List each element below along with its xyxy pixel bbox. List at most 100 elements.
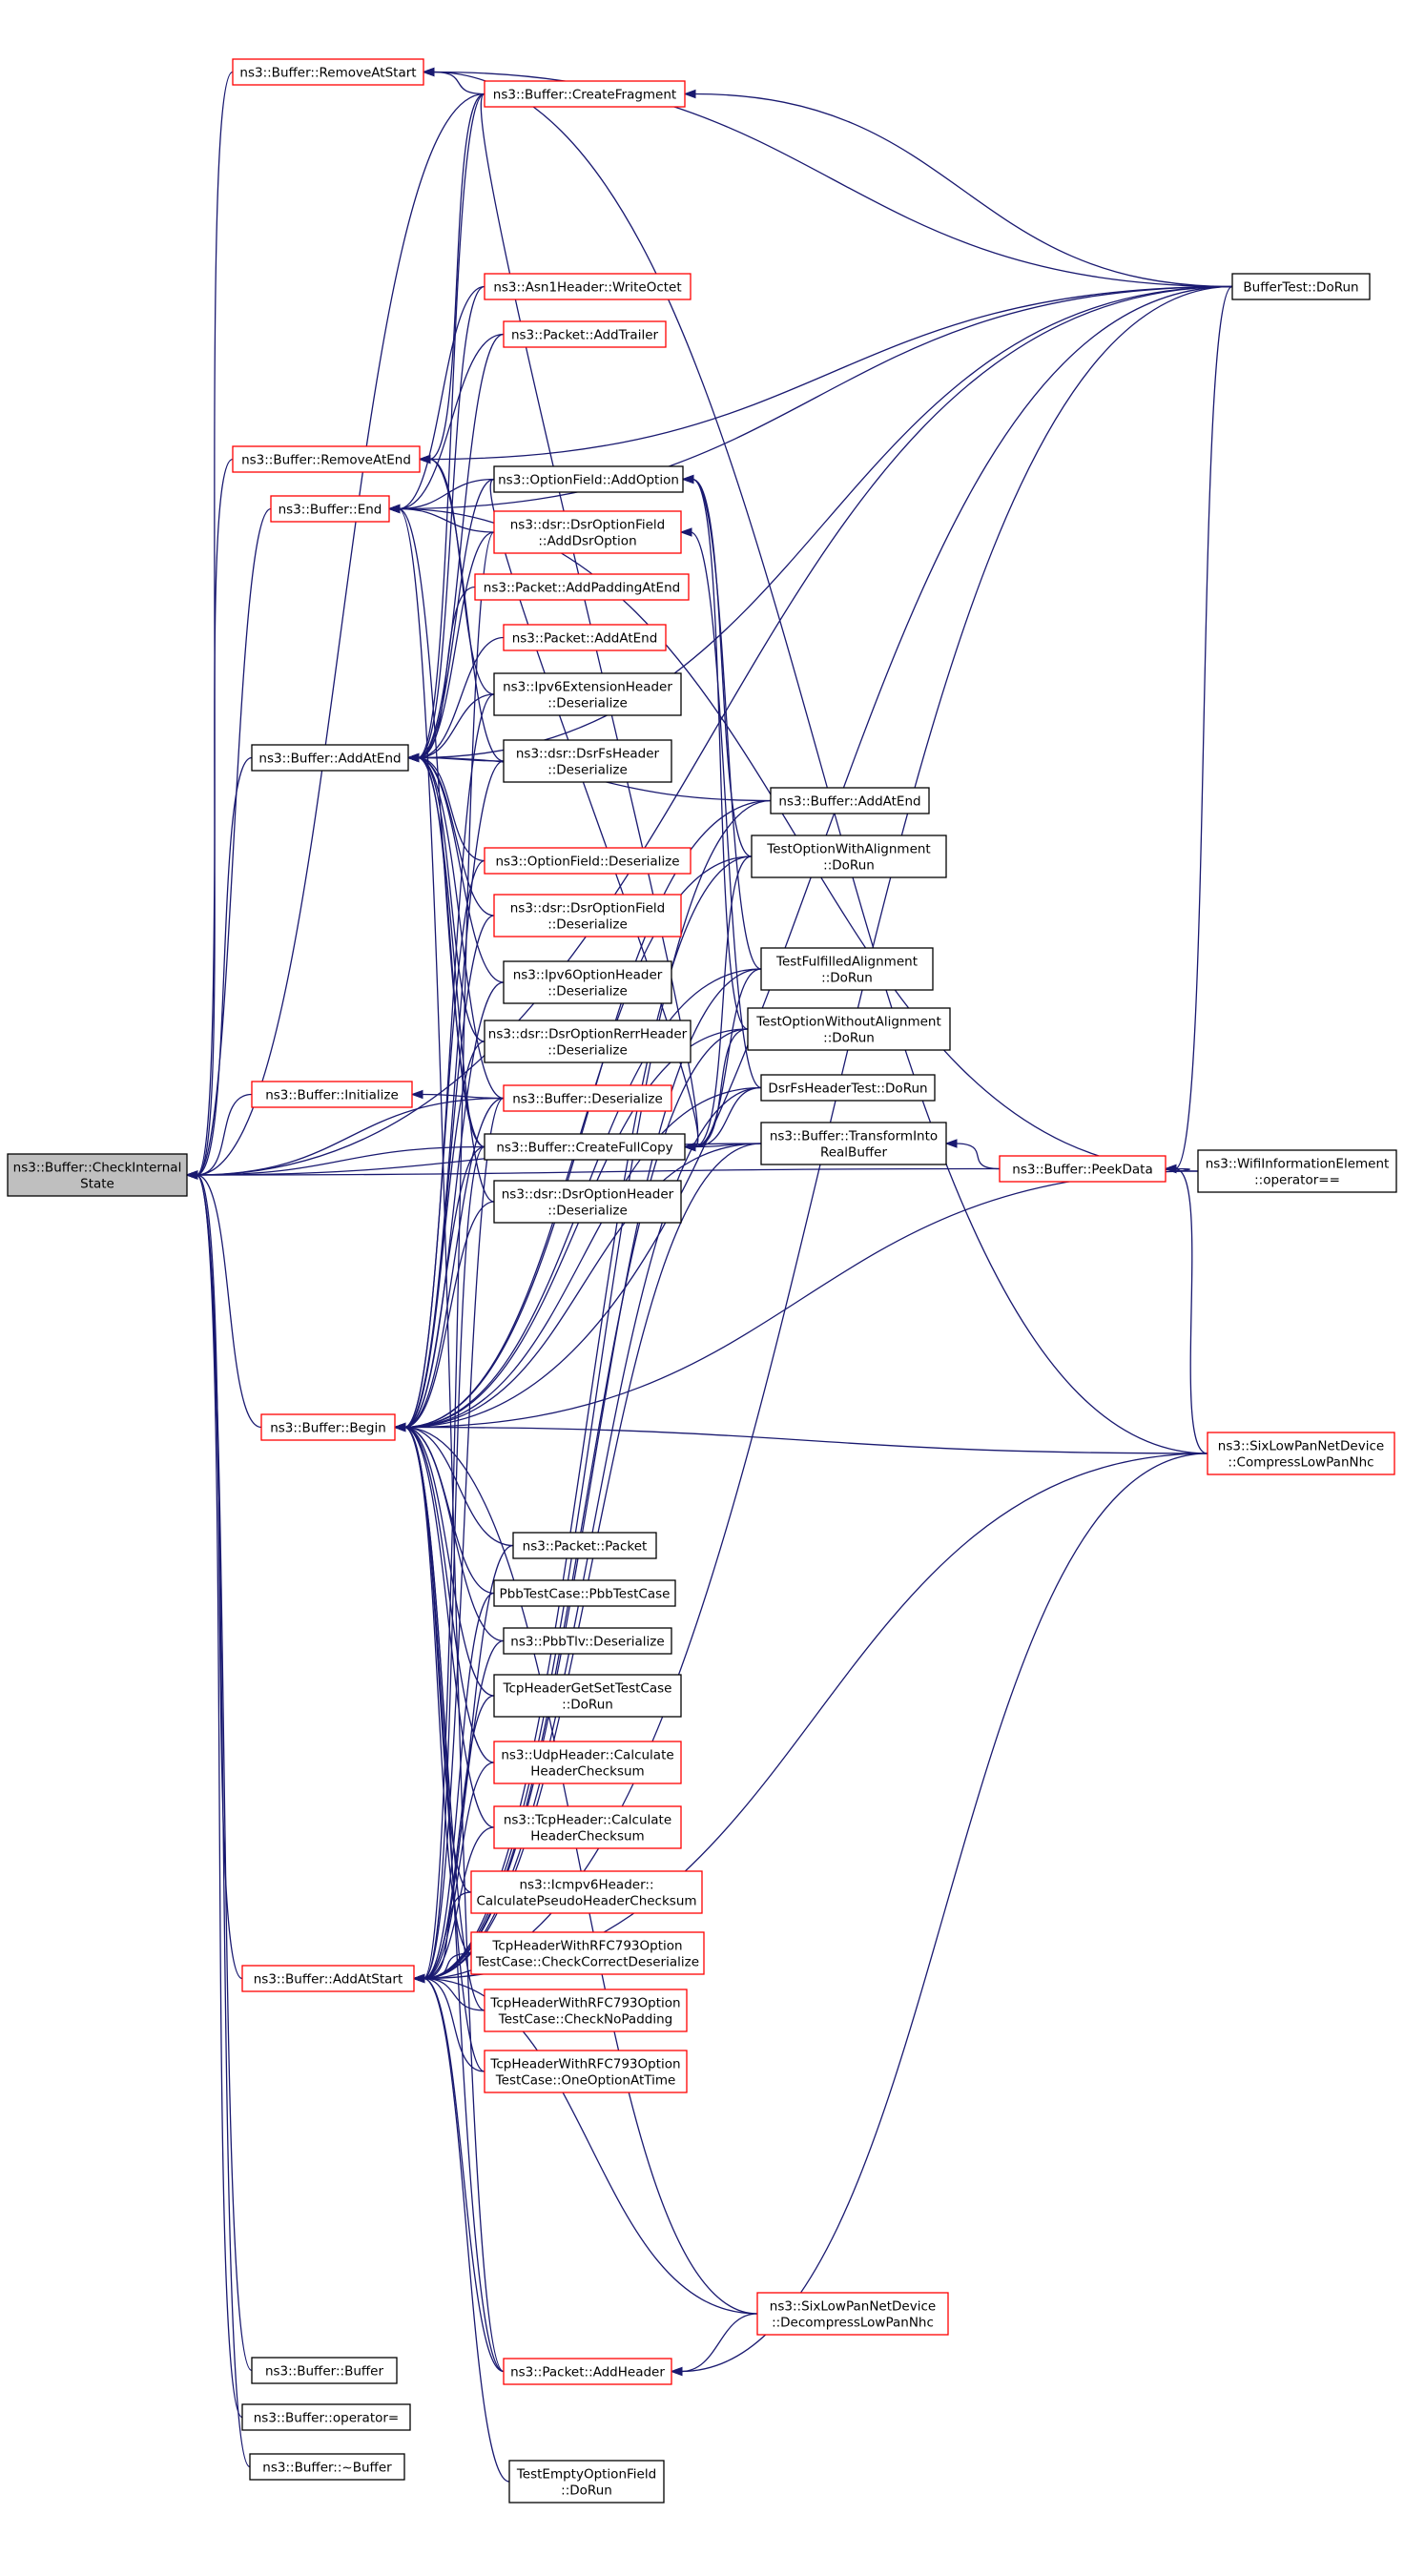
- node-label: ns3::dsr::DsrOptionHeader: [502, 1187, 674, 1203]
- node-label: ns3::SixLowPanNetDevice: [770, 2299, 936, 2315]
- call-edge: [196, 1174, 243, 2419]
- node-label: PbbTestCase::PbbTestCase: [500, 1587, 671, 1602]
- graph-node-dsrFsHeaderTestRun[interactable]: DsrFsHeaderTest::DoRun: [760, 1074, 936, 1102]
- graph-node-optionFieldAddOption[interactable]: ns3::OptionField::AddOption: [493, 465, 684, 493]
- graph-node-ipv6OptionDeser[interactable]: ns3::Ipv6OptionHeader::Deserialize: [503, 960, 672, 1004]
- node-box: [747, 1007, 951, 1051]
- graph-node-end[interactable]: ns3::Buffer::End: [270, 495, 390, 523]
- graph-node-rfcOneOption[interactable]: TcpHeaderWithRFC793OptionTestCase::OneOp…: [484, 2050, 688, 2093]
- graph-node-tcpGetSetRun[interactable]: TcpHeaderGetSetTestCase::DoRun: [493, 1674, 682, 1718]
- edge-arrowhead: [670, 2366, 683, 2377]
- node-label: ns3::Buffer::AddAtEnd: [258, 752, 401, 767]
- graph-node-bufferCtor[interactable]: ns3::Buffer::Buffer: [251, 2357, 398, 2384]
- call-edge: [693, 93, 1233, 288]
- call-edge: [428, 285, 1233, 461]
- graph-node-begin[interactable]: ns3::Buffer::Begin: [260, 1413, 396, 1441]
- graph-node-sixDecompress[interactable]: ns3::SixLowPanNetDevice::DecompressLowPa…: [756, 2292, 949, 2336]
- call-edge: [403, 799, 772, 1429]
- graph-node-packetAddHeader[interactable]: ns3::Packet::AddHeader: [503, 2358, 672, 2385]
- graph-node-optWithAlignRun[interactable]: TestOptionWithAlignment::DoRun: [751, 835, 947, 878]
- graph-node-peekData[interactable]: ns3::Buffer::PeekData: [999, 1155, 1167, 1183]
- node-box: [484, 2050, 688, 2093]
- node-box: [474, 573, 690, 601]
- call-edge: [417, 531, 495, 759]
- call-edge: [196, 1174, 251, 2468]
- node-label: ::DecompressLowPanNhc: [772, 2316, 934, 2331]
- graph-node-pbbTlvDeser[interactable]: ns3::PbbTlv::Deserialize: [503, 1627, 672, 1655]
- edge-arrowhead: [410, 1089, 423, 1100]
- call-edge: [417, 93, 485, 759]
- graph-node-optWithoutAlignRun[interactable]: TestOptionWithoutAlignment::DoRun: [747, 1007, 951, 1051]
- graph-node-createFragment[interactable]: ns3::Buffer::CreateFragment: [484, 80, 686, 108]
- graph-node-ipv6ExtDeser[interactable]: ns3::Ipv6ExtensionHeader::Deserialize: [493, 672, 682, 716]
- graph-node-packetCtor[interactable]: ns3::Packet::Packet: [512, 1532, 657, 1559]
- node-box: [999, 1155, 1167, 1183]
- graph-node-rfcCorrectDeser[interactable]: TcpHeaderWithRFC793OptionTestCase::Check…: [470, 1931, 705, 1975]
- node-label: ::DoRun: [823, 858, 875, 874]
- node-label: ::DoRun: [821, 971, 873, 986]
- graph-node-addAtStart[interactable]: ns3::Buffer::AddAtStart: [241, 1965, 415, 1992]
- node-label: ns3::Buffer::CheckInternal: [13, 1161, 182, 1176]
- call-edge: [1174, 1167, 1199, 1172]
- node-box: [756, 2292, 949, 2336]
- node-box: [512, 1532, 657, 1559]
- call-edge: [692, 478, 753, 857]
- node-label: TcpHeaderGetSetTestCase: [503, 1681, 672, 1697]
- node-box: [503, 960, 672, 1004]
- node-box: [1207, 1432, 1395, 1475]
- graph-node-emptyOptionRun[interactable]: TestEmptyOptionField::DoRun: [508, 2460, 665, 2504]
- call-edge: [692, 478, 762, 970]
- graph-node-dsrOptionHeaderDeser[interactable]: ns3::dsr::DsrOptionHeader::Deserialize: [493, 1180, 682, 1224]
- graph-node-initialize[interactable]: ns3::Buffer::Initialize: [251, 1081, 413, 1108]
- node-box: [503, 624, 667, 651]
- graph-node-bufferDeser[interactable]: ns3::Buffer::Deserialize: [503, 1084, 672, 1112]
- graph-node-wifiOpEq[interactable]: ns3::WifiInformationElement::operator==: [1197, 1149, 1397, 1193]
- graph-node-sixCompress[interactable]: ns3::SixLowPanNetDevice::CompressLowPanN…: [1207, 1432, 1395, 1475]
- call-edge: [196, 1097, 505, 1176]
- graph-node-addAtEnd[interactable]: ns3::Buffer::AddAtEnd: [251, 744, 409, 772]
- graph-node-createFullCopy[interactable]: ns3::Buffer::CreateFullCopy: [484, 1133, 686, 1161]
- graph-node-addPaddingAtEnd[interactable]: ns3::Packet::AddPaddingAtEnd: [474, 573, 690, 601]
- node-label: TestOptionWithoutAlignment: [755, 1015, 941, 1030]
- graph-node-removeAtEnd[interactable]: ns3::Buffer::RemoveAtEnd: [232, 445, 421, 473]
- graph-node-bufferDtor[interactable]: ns3::Buffer::~Buffer: [249, 2453, 405, 2481]
- call-edge: [428, 458, 505, 762]
- graph-node-packetAddAtEnd[interactable]: ns3::Packet::AddAtEnd: [503, 624, 667, 651]
- call-edge: [403, 1426, 472, 1954]
- call-edge: [196, 1145, 485, 1176]
- node-box: [503, 2358, 672, 2385]
- edge-arrowhead: [681, 474, 694, 484]
- node-box: [484, 1133, 686, 1161]
- call-edge: [423, 1977, 510, 2483]
- node-box: [760, 1074, 936, 1102]
- graph-node-fulfilledAlignRun[interactable]: TestFulfilledAlignment::DoRun: [760, 947, 934, 991]
- graph-node-pbbTestCase[interactable]: PbbTestCase::PbbTestCase: [493, 1579, 676, 1607]
- graph-node-dsrRerrDeser[interactable]: ns3::dsr::DsrOptionRerrHeader::Deseriali…: [484, 1020, 692, 1063]
- graph-node-opAssign[interactable]: ns3::Buffer::operator=: [241, 2403, 411, 2431]
- graph-node-icmpv6Checksum[interactable]: ns3::Icmpv6Header::CalculatePseudoHeader…: [470, 1870, 703, 1914]
- graph-node-optionFieldDeser[interactable]: ns3::OptionField::Deserialize: [484, 847, 692, 875]
- graph-node-bufferAddAtEnd2[interactable]: ns3::Buffer::AddAtEnd: [770, 787, 930, 814]
- node-label: ns3::Buffer::Begin: [270, 1421, 386, 1436]
- call-edge: [403, 1426, 505, 1642]
- graph-node-dsrAddDsrOption[interactable]: ns3::dsr::DsrOptionField::AddDsrOption: [493, 510, 682, 554]
- graph-node-asn1WriteOctet[interactable]: ns3::Asn1Header::WriteOctet: [484, 273, 692, 300]
- graph-node-addTrailer[interactable]: ns3::Packet::AddTrailer: [503, 320, 667, 348]
- edge-arrowhead: [683, 89, 696, 99]
- graph-node-dsrFsDeser[interactable]: ns3::dsr::DsrFsHeader::Deserialize: [503, 739, 672, 783]
- node-label: ns3::Icmpv6Header::: [520, 1878, 654, 1893]
- call-edge: [423, 1977, 485, 2011]
- graph-node-removeAtStart[interactable]: ns3::Buffer::RemoveAtStart: [232, 58, 424, 86]
- graph-node-bufferTestRun[interactable]: BufferTest::DoRun: [1231, 273, 1371, 300]
- call-edge: [432, 71, 485, 95]
- graph-node-dsrOptionFieldDeser[interactable]: ns3::dsr::DsrOptionField::Deserialize: [493, 894, 682, 938]
- call-edge: [423, 1977, 485, 2072]
- node-label: ns3::Packet::AddTrailer: [511, 328, 659, 343]
- call-edge: [403, 981, 505, 1429]
- node-label: ns3::OptionField::AddOption: [498, 473, 679, 488]
- graph-node-rfcNoPadding[interactable]: TcpHeaderWithRFC793OptionTestCase::Check…: [484, 1989, 688, 2032]
